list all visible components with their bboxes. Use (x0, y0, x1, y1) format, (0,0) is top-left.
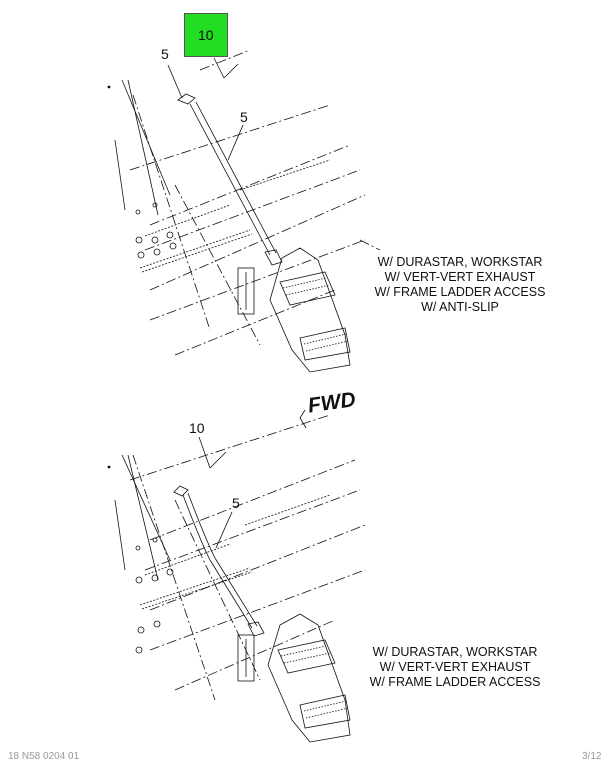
figure-id: 18 N58 0204 01 (8, 751, 80, 762)
note-bottom-line-1: W/ DURASTAR, WORKSTAR (372, 645, 538, 659)
note-top-line-2: W/ VERT-VERT EXHAUST (384, 270, 536, 284)
note-top-line-1: W/ DURASTAR, WORKSTAR (377, 255, 543, 269)
callout-10-bottom[interactable]: 10 (189, 420, 205, 436)
callout-5-top-left[interactable]: 5 (161, 46, 169, 62)
note-top-line-3: W/ FRAME LADDER ACCESS (374, 285, 546, 299)
callout-5-top-mid[interactable]: 5 (240, 109, 248, 125)
note-top-line-4: W/ ANTI-SLIP (421, 300, 499, 314)
callout-10-highlighted[interactable]: 10 (184, 13, 228, 57)
note-top: W/ DURASTAR, WORKSTAR W/ VERT-VERT EXHAU… (360, 255, 560, 315)
note-bottom: W/ DURASTAR, WORKSTAR W/ VERT-VERT EXHAU… (355, 645, 555, 690)
callout-5-bottom[interactable]: 5 (232, 495, 240, 511)
note-bottom-line-3: W/ FRAME LADDER ACCESS (369, 675, 541, 689)
callout-10-label: 10 (198, 27, 214, 43)
page-ref: 3/12 (582, 751, 602, 762)
note-bottom-line-2: W/ VERT-VERT EXHAUST (379, 660, 531, 674)
